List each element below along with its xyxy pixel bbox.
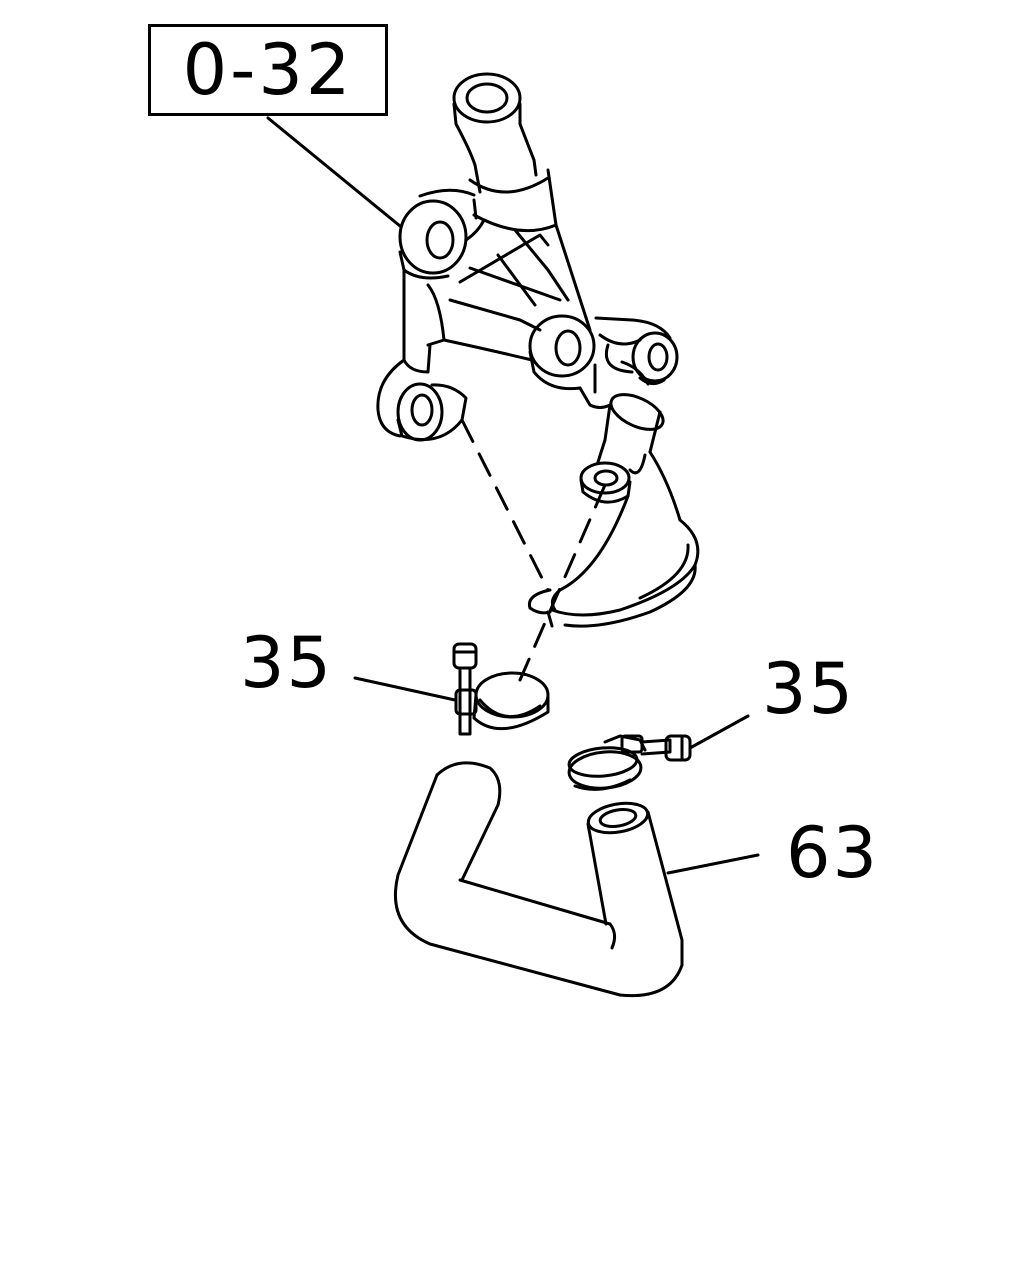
- callout-label-clamp-right: 35: [762, 648, 856, 730]
- reference-label: 0-32: [182, 29, 354, 111]
- coolant-hose: [393, 761, 684, 998]
- callout-label-clamp-left: 35: [240, 622, 334, 704]
- hose-clamp-right: [567, 734, 692, 791]
- callout-label-hose: 63: [786, 812, 880, 894]
- hose-clamp-left: [452, 642, 550, 736]
- assembly-line-right: [518, 483, 607, 682]
- outlet-housing: [376, 72, 700, 628]
- callout-leader-hose: [666, 853, 760, 875]
- reference-leader-line: [266, 116, 402, 228]
- callout-leader-clamp-right: [688, 714, 750, 750]
- assembly-line-left: [460, 418, 550, 592]
- reference-box: 0-32: [148, 24, 388, 116]
- callout-leader-clamp-left: [353, 676, 457, 702]
